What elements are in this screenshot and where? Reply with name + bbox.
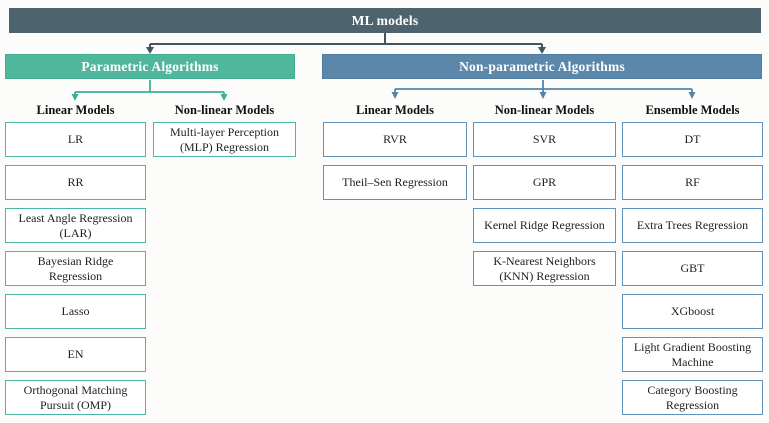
root-connector (146, 33, 546, 54)
model-box-svr: SVR (473, 122, 616, 157)
model-box-gpr: GPR (473, 165, 616, 200)
model-box-rvr: RVR (323, 122, 467, 157)
branch-parametric: Parametric Algorithms (5, 54, 295, 79)
model-box-knn: K-Nearest Neighbors (KNN) Regression (473, 251, 616, 286)
column-heading-ensemble: Ensemble Models (645, 102, 740, 117)
column-heading-nonparametric-nonlinear: Non-linear Models (494, 102, 595, 117)
model-box-bayesian-ridge: Bayesian Ridge Regression (5, 251, 146, 286)
model-box-en: EN (5, 337, 146, 372)
parametric-connector (71, 80, 228, 101)
root-node: ML models (9, 8, 761, 33)
model-box-lar: Least Angle Regression (LAR) (5, 208, 146, 243)
model-box-lasso: Lasso (5, 294, 146, 329)
model-box-lr: LR (5, 122, 146, 157)
model-box-catboost: Category Boosting Regression (622, 380, 763, 415)
model-box-rf: RF (622, 165, 763, 200)
model-box-mlp: Multi-layer Perception (MLP) Regression (153, 122, 296, 157)
model-box-rr: RR (5, 165, 146, 200)
nonparametric-connector (391, 80, 696, 99)
branch-nonparametric-label: Non-parametric Algorithms (459, 58, 625, 74)
model-box-kernel-ridge: Kernel Ridge Regression (473, 208, 616, 243)
model-box-theil-sen: Theil–Sen Regression (323, 165, 467, 200)
column-heading-parametric-nonlinear: Non-linear Models (174, 102, 275, 117)
model-box-gbt: GBT (622, 251, 763, 286)
model-box-xgboost: XGboost (622, 294, 763, 329)
model-box-dt: DT (622, 122, 763, 157)
column-heading-parametric-linear: Linear Models (36, 102, 115, 117)
model-box-extra-trees: Extra Trees Regression (622, 208, 763, 243)
model-box-lightgbm: Light Gradient Boosting Machine (622, 337, 763, 372)
branch-parametric-label: Parametric Algorithms (81, 58, 219, 74)
branch-nonparametric: Non-parametric Algorithms (322, 54, 762, 79)
model-box-omp: Orthogonal Matching Pursuit (OMP) (5, 380, 146, 415)
column-heading-nonparametric-linear: Linear Models (356, 102, 434, 117)
root-label: ML models (351, 12, 419, 28)
